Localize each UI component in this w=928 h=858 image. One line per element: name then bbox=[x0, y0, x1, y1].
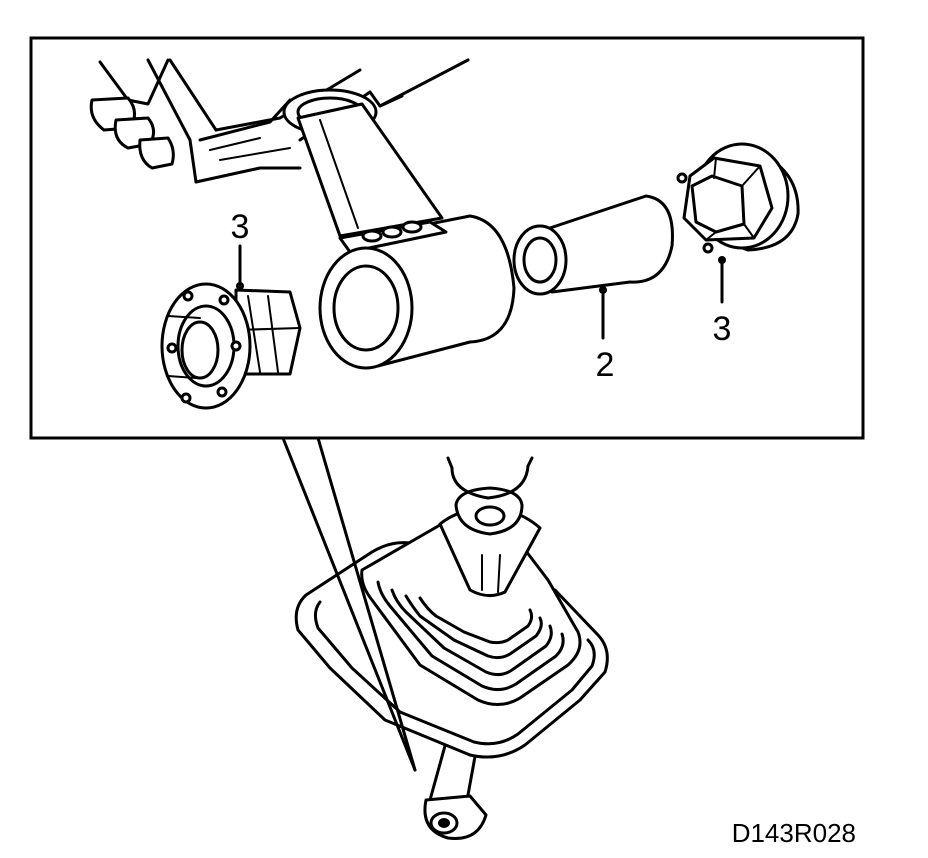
pivot-tube bbox=[282, 88, 444, 238]
figure-code: D143R028 bbox=[732, 818, 856, 848]
detail-view: 3 2 3 bbox=[89, 58, 800, 410]
left-bushing bbox=[160, 282, 302, 410]
leader-dot-sleeve bbox=[599, 286, 607, 294]
bushing-housing bbox=[318, 214, 516, 370]
leader-lines bbox=[236, 244, 726, 340]
label-left-bushing: 3 bbox=[231, 208, 250, 246]
sleeve bbox=[512, 194, 674, 296]
leader-dot-right-bushing bbox=[718, 256, 726, 264]
right-bushing bbox=[676, 142, 800, 254]
label-sleeve: 2 bbox=[596, 346, 615, 384]
label-right-bushing: 3 bbox=[713, 310, 732, 348]
callout-lines bbox=[281, 436, 417, 772]
leader-dot-left-bushing bbox=[236, 282, 244, 290]
gear-lever-assembly bbox=[294, 456, 609, 841]
mounting-frame bbox=[89, 58, 470, 184]
